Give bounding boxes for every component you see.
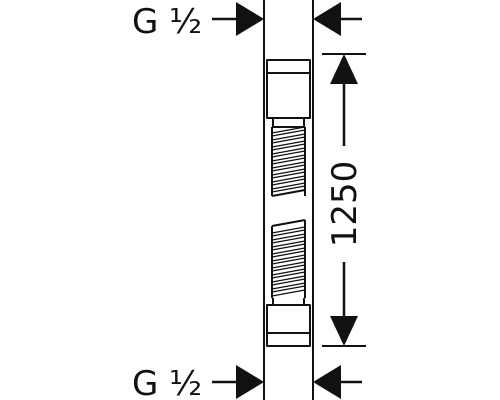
bottom-right-dimension-arrow <box>313 365 362 399</box>
top-left-dimension-arrow <box>212 2 264 36</box>
bottom-connector-nut <box>266 298 311 347</box>
hose-length-label: 1250 <box>325 161 365 248</box>
length-dimension-top-arrow <box>322 53 366 146</box>
upper-hose-section <box>271 126 306 197</box>
top-right-dimension-arrow <box>313 2 362 36</box>
lower-hose-section <box>271 219 306 298</box>
bottom-thread-size-label: G ½ <box>132 364 202 400</box>
top-connector-nut <box>266 59 311 128</box>
top-thread-size-label: G ½ <box>132 2 202 42</box>
length-dimension-bottom-arrow <box>322 262 366 347</box>
bottom-left-dimension-arrow <box>212 365 264 399</box>
